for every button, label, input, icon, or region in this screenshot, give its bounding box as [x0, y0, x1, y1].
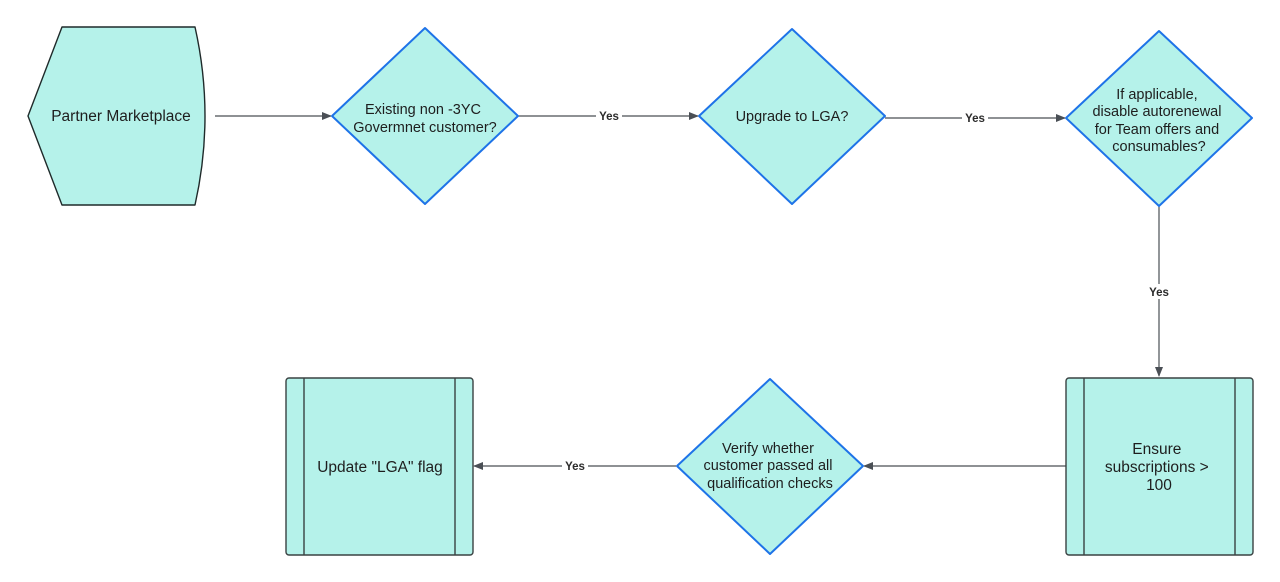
- node-label: Ensure subscriptions > 100: [1105, 441, 1213, 494]
- edge-label-yes: Yes: [1149, 287, 1169, 299]
- edges: Yes Yes Yes Yes: [215, 109, 1172, 473]
- decision-diamond: [331, 27, 519, 205]
- decision-diamond: [676, 378, 864, 555]
- node-label: Update "LGA" flag: [317, 459, 443, 476]
- process-box: [285, 377, 474, 556]
- node-update-lga-flag-process[interactable]: Update "LGA" flag: [285, 377, 474, 556]
- node-verify-checks-decision[interactable]: Verify whether customer passed all quali…: [676, 378, 864, 555]
- node-label: Existing non -3YC Govermnet customer?: [353, 102, 496, 136]
- process-box: [1065, 377, 1254, 556]
- decision-diamond: [1065, 30, 1253, 207]
- node-upgrade-lga-decision[interactable]: Upgrade to LGA?: [698, 28, 886, 205]
- decision-diamond: [698, 28, 886, 205]
- node-label: Upgrade to LGA?: [736, 109, 849, 125]
- node-partner-marketplace[interactable]: Partner Marketplace: [27, 26, 206, 206]
- edge-label-yes: Yes: [599, 111, 619, 123]
- node-label: Verify whether customer passed all quali…: [704, 441, 837, 492]
- edge-label-yes: Yes: [565, 461, 585, 473]
- node-disable-autorenewal-decision[interactable]: If applicable, disable autorenewal for T…: [1065, 30, 1253, 207]
- node-existing-customer-decision[interactable]: Existing non -3YC Govermnet customer?: [331, 27, 519, 205]
- edge-label-yes: Yes: [965, 113, 985, 125]
- node-label: Partner Marketplace: [51, 108, 191, 125]
- node-ensure-subscriptions-process[interactable]: Ensure subscriptions > 100: [1065, 377, 1254, 556]
- terminal-shape: [27, 26, 206, 206]
- node-label: If applicable, disable autorenewal for T…: [1092, 87, 1225, 155]
